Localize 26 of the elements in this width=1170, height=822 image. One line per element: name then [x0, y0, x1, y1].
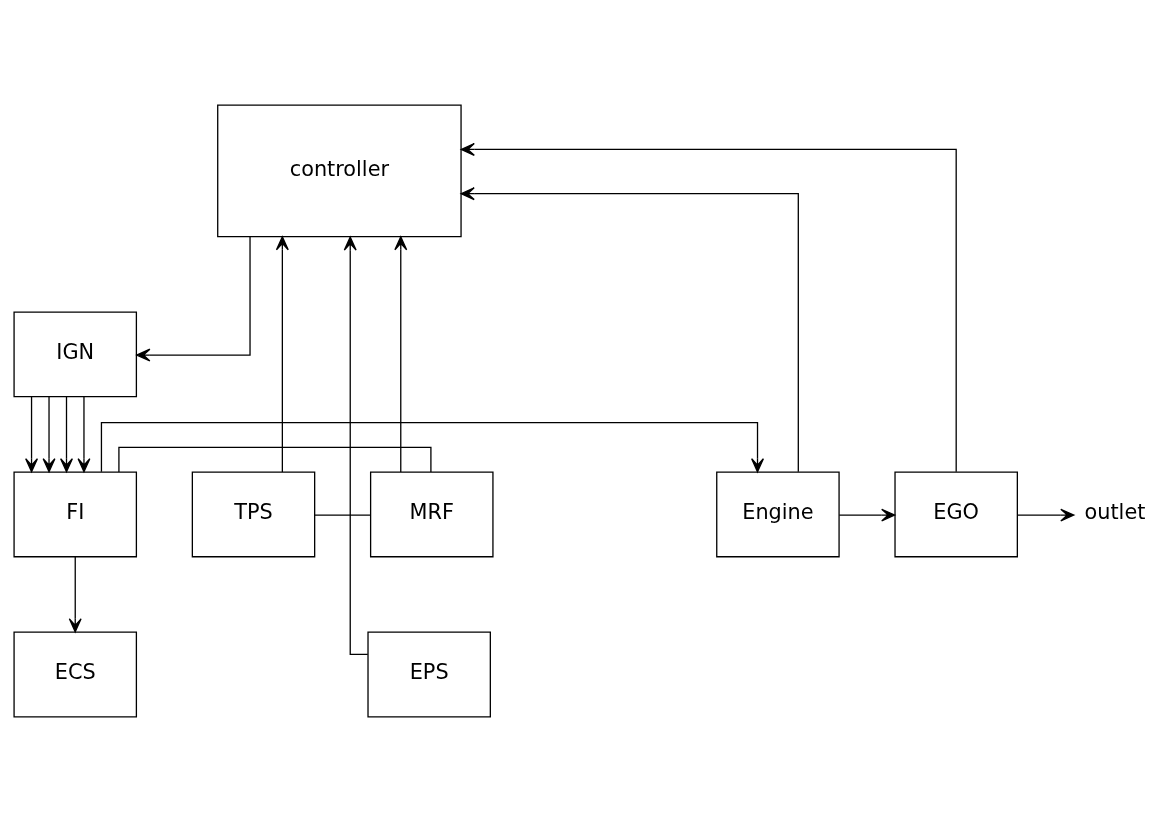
node-box: ECS [13, 631, 138, 718]
arrow [394, 236, 408, 473]
arrow [275, 236, 289, 473]
connector [118, 446, 432, 473]
arrow [460, 187, 799, 473]
arrow [1016, 508, 1075, 522]
node-box: TPS [191, 471, 316, 558]
node-box: EPS [367, 631, 491, 718]
arrow [136, 236, 251, 362]
arrow [68, 556, 82, 633]
node-box: controller [217, 104, 462, 238]
node-text: outlet [1084, 500, 1146, 525]
arrow [100, 422, 765, 473]
arrow [60, 396, 73, 473]
arrow [838, 508, 896, 522]
arrow [343, 236, 369, 655]
arrow [25, 396, 39, 473]
arrow [42, 396, 56, 473]
node-box: Engine [716, 471, 840, 558]
node-box: IGN [13, 311, 138, 398]
arrow [460, 142, 957, 473]
arrow [77, 396, 91, 473]
node-box: MRF [369, 471, 494, 558]
node-box: FI [13, 471, 138, 558]
node-box: EGO [894, 471, 1018, 558]
connector [314, 514, 371, 516]
